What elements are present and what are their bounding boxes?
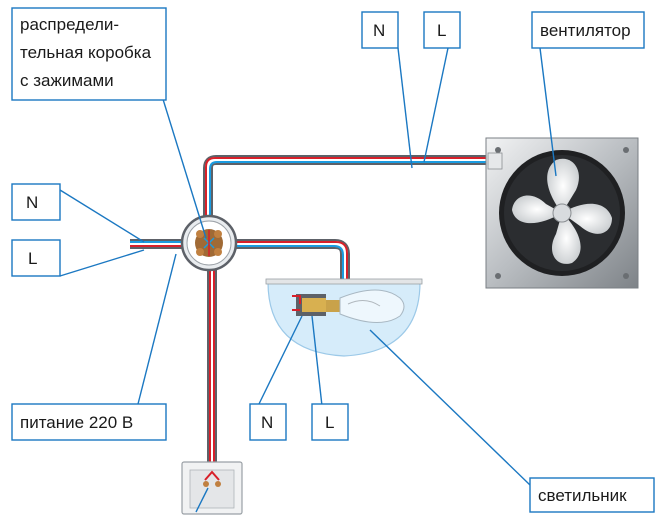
supply-label-text: питание 220 В xyxy=(20,413,133,432)
junction-box-label: распредели- тельная коробка с зажимами xyxy=(11,7,167,101)
lamp-label: светильник xyxy=(529,477,655,513)
fan-label-text: вентилятор xyxy=(540,21,631,40)
cable-top-to-fan xyxy=(203,155,496,220)
live-left-text: L xyxy=(28,249,37,268)
neutral-top-label: N xyxy=(361,11,399,49)
fan-label: вентилятор xyxy=(531,11,645,49)
live-lamp-text: L xyxy=(325,413,334,432)
live-top-label: L xyxy=(423,11,461,49)
junction-box-label-line3: с зажимами xyxy=(20,71,114,90)
live-lamp-label: L xyxy=(311,403,349,441)
neutral-left-text: N xyxy=(26,193,38,212)
fan-icon xyxy=(485,137,639,289)
cable-left-supply xyxy=(130,239,186,249)
cable-down-to-switch xyxy=(207,266,217,472)
cable-right-to-lamp xyxy=(232,239,350,282)
supply-label: питание 220 В xyxy=(11,403,167,441)
live-top-text: L xyxy=(437,21,446,40)
junction-box-label-line2: тельная коробка xyxy=(20,43,152,62)
neutral-lamp-text: N xyxy=(261,413,273,432)
neutral-lamp-label: N xyxy=(249,403,287,441)
neutral-top-text: N xyxy=(373,21,385,40)
switch-icon xyxy=(181,461,243,515)
neutral-left-label: N xyxy=(11,183,61,221)
junction-box-icon xyxy=(180,214,238,272)
junction-box-label-line1: распредели- xyxy=(20,15,119,34)
leader-lines xyxy=(59,47,557,513)
lamp-label-text: светильник xyxy=(538,486,627,505)
lamp-icon xyxy=(265,278,423,357)
live-left-label: L xyxy=(11,239,61,277)
